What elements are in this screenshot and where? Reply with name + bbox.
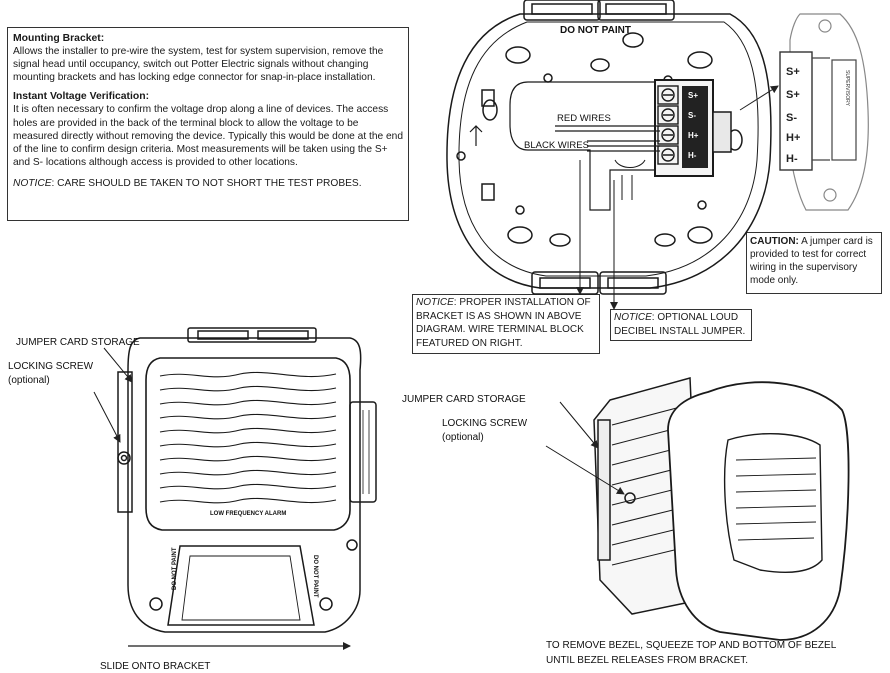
mounting-screw-hole	[456, 151, 466, 161]
front-corner-screw-left	[149, 597, 163, 611]
bezel-window-slats	[735, 457, 817, 541]
black-wires	[587, 140, 660, 152]
bottom-tab-left	[531, 271, 599, 295]
bezel-caption-line1: TO REMOVE BEZEL, SQUEEZE TOP AND BOTTOM …	[546, 640, 837, 651]
front-jumper-storage-label: JUMPER CARD STORAGE	[16, 337, 140, 348]
terminal-marks: S+ S- H+ H-	[688, 91, 699, 160]
front-do-not-paint-right: DO NOT PAINT	[312, 555, 318, 598]
black-wires-label: BLACK WIRES	[524, 140, 589, 151]
side-slot-lower	[481, 183, 495, 201]
front-device-body	[127, 337, 362, 633]
install-notice-text: : PROPER INSTALLATION OF BRACKET IS AS S…	[416, 297, 591, 349]
jumper-card-drawing	[739, 13, 869, 211]
jumper-notice-label: NOTICE	[614, 312, 652, 323]
jumper-card-face	[831, 59, 857, 161]
probe-notice: NOTICE: CARE SHOULD BE TAKEN TO NOT SHOR…	[13, 177, 403, 190]
edge-connector	[712, 111, 732, 153]
front-optional-label: (optional)	[8, 375, 50, 386]
jumper-pin-5: H-	[786, 153, 798, 165]
front-horn-section	[167, 545, 315, 626]
bezel-caption-line2: UNTIL BEZEL RELEASES FROM BRACKET.	[546, 655, 748, 666]
jumper-notice-text: : OPTIONAL LOUD DECIBEL INSTALL JUMPER.	[614, 312, 746, 337]
bracket-do-not-paint: DO NOT PAINT	[560, 25, 631, 36]
jumper-card-pins: S+ S+ S- H+ H-	[786, 66, 800, 165]
jumper-pointer-arrow	[739, 85, 779, 111]
front-do-not-paint-left: DO NOT PAINT	[172, 547, 178, 590]
jumper-card-shell	[789, 13, 869, 211]
bezel-shell	[667, 381, 850, 641]
wiring-channel	[509, 81, 661, 211]
probe-notice-text: : CARE SHOULD BE TAKEN TO NOT SHORT THE …	[51, 177, 362, 189]
terminal-mark-h-plus: H+	[688, 131, 699, 140]
mounting-bracket-heading: Mounting Bracket:	[13, 33, 105, 44]
front-locking-screw	[117, 451, 131, 465]
mounting-bracket-drawing	[446, 0, 772, 310]
voltage-verification-heading: Instant Voltage Verification:	[13, 91, 150, 103]
caution-label: CAUTION:	[750, 236, 799, 247]
jumper-pin-3: S-	[786, 112, 797, 124]
mounting-bracket-body: Allows the installer to pre-wire the sys…	[13, 46, 384, 84]
jumper-notice-box: NOTICE: OPTIONAL LOUD DECIBEL INSTALL JU…	[610, 309, 752, 341]
caution-box: CAUTION: A jumper card is provided to te…	[746, 232, 882, 294]
bezel-optional-label: (optional)	[442, 432, 484, 443]
mounting-bracket-info-box: Mounting Bracket: Allows the installer t…	[7, 27, 409, 221]
bezel-jumper-storage-label: JUMPER CARD STORAGE	[402, 394, 526, 405]
voltage-verification-body: It is often necessary to confirm the vol…	[13, 104, 403, 168]
caution-text: A jumper card is provided to test for co…	[750, 236, 873, 286]
bezel-locking-screw	[624, 492, 636, 504]
front-locking-screw-label: LOCKING SCREW	[8, 361, 94, 372]
install-notice-label: NOTICE	[416, 297, 454, 308]
top-tab-right	[597, 0, 675, 21]
side-slot-upper	[481, 89, 495, 107]
front-device-top-rail	[187, 327, 317, 343]
front-grille-frame	[145, 357, 351, 531]
front-grille-slats	[159, 371, 337, 504]
front-corner-screw-right	[319, 597, 333, 611]
terminal-mark-s-minus: S-	[688, 111, 696, 120]
probe-notice-label: NOTICE	[13, 177, 52, 189]
bottom-tab-right	[599, 271, 667, 295]
front-grille-print: LOW FREQUENCY ALARM	[210, 511, 286, 517]
red-wires	[555, 125, 660, 132]
bezel-locking-screw-label: LOCKING SCREW	[442, 418, 528, 429]
bezel-jumper-storage	[597, 419, 611, 561]
left-side-arrow	[469, 125, 483, 146]
slide-caption: SLIDE ONTO BRACKET	[100, 661, 210, 672]
jumper-pin-2: S+	[786, 89, 800, 101]
jumper-pin-4: H+	[786, 132, 800, 144]
front-jumper-storage	[117, 371, 133, 513]
red-wires-label: RED WIRES	[557, 113, 611, 124]
terminal-mark-s-plus: S+	[688, 91, 698, 100]
bezel-window	[723, 432, 823, 573]
jumper-pin-1: S+	[786, 66, 800, 78]
install-notice-box: NOTICE: PROPER INSTALLATION OF BRACKET I…	[412, 294, 600, 354]
jumper-card-print: SUPERVISORY	[844, 70, 850, 107]
top-tab-left	[523, 0, 601, 21]
terminal-screws	[657, 85, 679, 165]
jumper-card-pin-strip	[779, 51, 813, 171]
terminal-mark-h-minus: H-	[688, 151, 697, 160]
bezel-device-drawing	[545, 377, 850, 641]
front-device-drawing	[93, 327, 377, 650]
